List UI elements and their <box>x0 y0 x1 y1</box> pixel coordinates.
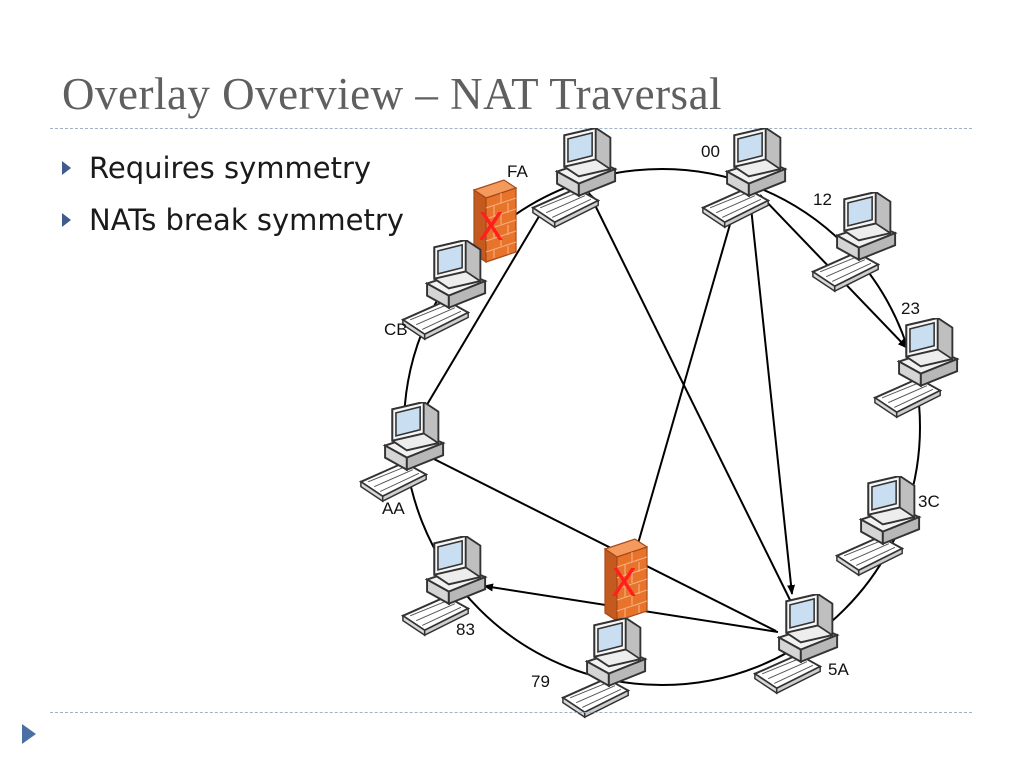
link-group <box>424 192 908 633</box>
computer-icon-cb <box>401 240 487 341</box>
link-AA-5A <box>431 457 777 632</box>
node-label-79: 79 <box>531 672 550 691</box>
computer-icon-aa <box>359 402 445 503</box>
firewall-79: X <box>604 538 648 622</box>
footer-divider <box>50 712 972 713</box>
node-label-aa: AA <box>382 499 405 518</box>
bullet-arrow-icon <box>62 213 71 227</box>
bullet-item: Requires symmetry <box>62 142 404 194</box>
slide-title: Overlay Overview – NAT Traversal <box>62 69 723 119</box>
computer-icon-23 <box>873 318 959 419</box>
blocked-x-mark: X <box>611 561 637 605</box>
node-label-12: 12 <box>813 190 832 209</box>
node-label-3c: 3C <box>918 492 940 511</box>
node-label-5a: 5A <box>828 660 849 679</box>
bullet-item: NATs break symmetry <box>62 194 404 246</box>
node-label-00: 00 <box>701 142 720 161</box>
bullet-text: NATs break symmetry <box>89 203 404 237</box>
bullet-list: Requires symmetry NATs break symmetry <box>62 142 404 246</box>
bullet-text: Requires symmetry <box>89 151 372 185</box>
computer-icon-fa <box>531 128 617 229</box>
title-divider <box>50 128 972 129</box>
node-label-83: 83 <box>456 620 475 639</box>
node-label-23: 23 <box>901 299 920 318</box>
computer-icon-3c <box>835 476 921 577</box>
blocked-x-mark: X <box>478 205 504 249</box>
node-label-cb: CB <box>384 320 408 339</box>
computer-icon-79 <box>561 618 647 719</box>
firewall-fa: X <box>473 179 517 263</box>
bullet-arrow-icon <box>62 161 71 175</box>
link-AA-FA <box>424 207 545 409</box>
node-label-fa: FA <box>507 162 528 181</box>
link-00-5A <box>749 197 796 595</box>
next-slide-arrow-icon[interactable] <box>22 724 36 744</box>
computer-icon-5a <box>753 594 839 695</box>
link-5A-FA <box>588 192 793 605</box>
